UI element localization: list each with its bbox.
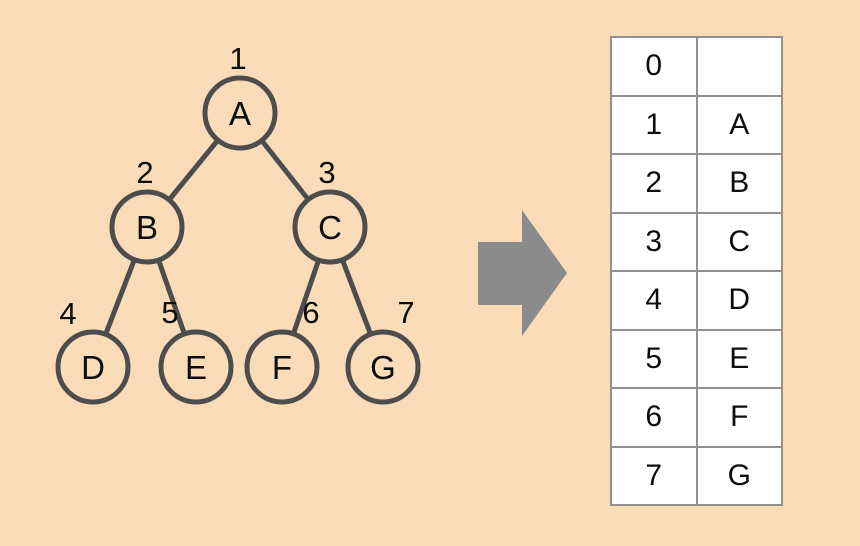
- table-cell-value-1: A: [697, 96, 781, 153]
- index-label-2: 2: [136, 155, 153, 190]
- table-cell-value-7: G: [697, 447, 781, 504]
- table-cell-index-4: 4: [612, 272, 696, 329]
- table-cell-value-2: B: [697, 155, 781, 212]
- table-cell-index-7: 7: [612, 447, 696, 504]
- node-letter-d: D: [81, 349, 105, 386]
- table-cell-value-3: C: [697, 213, 781, 270]
- node-letter-b: B: [136, 209, 158, 246]
- table-cell-value-0: [697, 38, 781, 95]
- table-cell-value-5: E: [697, 330, 781, 387]
- table-cell-index-2: 2: [612, 155, 696, 212]
- tree-node-c: C: [292, 189, 368, 265]
- table-cell-index-1: 1: [612, 96, 696, 153]
- node-letter-c: C: [318, 209, 342, 246]
- node-letter-f: F: [272, 349, 292, 386]
- index-label-1: 1: [229, 41, 246, 76]
- node-circle-g: [345, 329, 421, 405]
- node-circle-c: [292, 189, 368, 265]
- array-table: 0 1 A 2 B 3 C 4 D 5 E 6 F 7 G: [610, 36, 783, 506]
- tree-node-g: G: [345, 329, 421, 405]
- index-label-6: 6: [302, 295, 319, 330]
- index-label-4: 4: [59, 296, 76, 331]
- tree-node-b: B: [109, 189, 185, 265]
- tree-node-a: A: [202, 75, 278, 151]
- node-letter-e: E: [185, 349, 207, 386]
- index-label-7: 7: [397, 295, 414, 330]
- node-letter-g: G: [370, 349, 396, 386]
- node-circle-e: [158, 329, 234, 405]
- table-cell-index-0: 0: [612, 38, 696, 95]
- table-cell-value-6: F: [697, 389, 781, 446]
- tree-node-d: D: [55, 329, 131, 405]
- right-arrow-icon: [478, 210, 567, 336]
- node-letter-a: A: [229, 95, 251, 132]
- node-circle-b: [109, 189, 185, 265]
- index-label-5: 5: [161, 295, 178, 330]
- table-cell-index-5: 5: [612, 330, 696, 387]
- tree-node-e: E: [158, 329, 234, 405]
- table-cell-index-3: 3: [612, 213, 696, 270]
- node-circle-a: [202, 75, 278, 151]
- tree-node-f: F: [244, 329, 320, 405]
- node-circle-d: [55, 329, 131, 405]
- table-cell-value-4: D: [697, 272, 781, 329]
- index-label-3: 3: [318, 155, 335, 190]
- table-cell-index-6: 6: [612, 389, 696, 446]
- node-circle-f: [244, 329, 320, 405]
